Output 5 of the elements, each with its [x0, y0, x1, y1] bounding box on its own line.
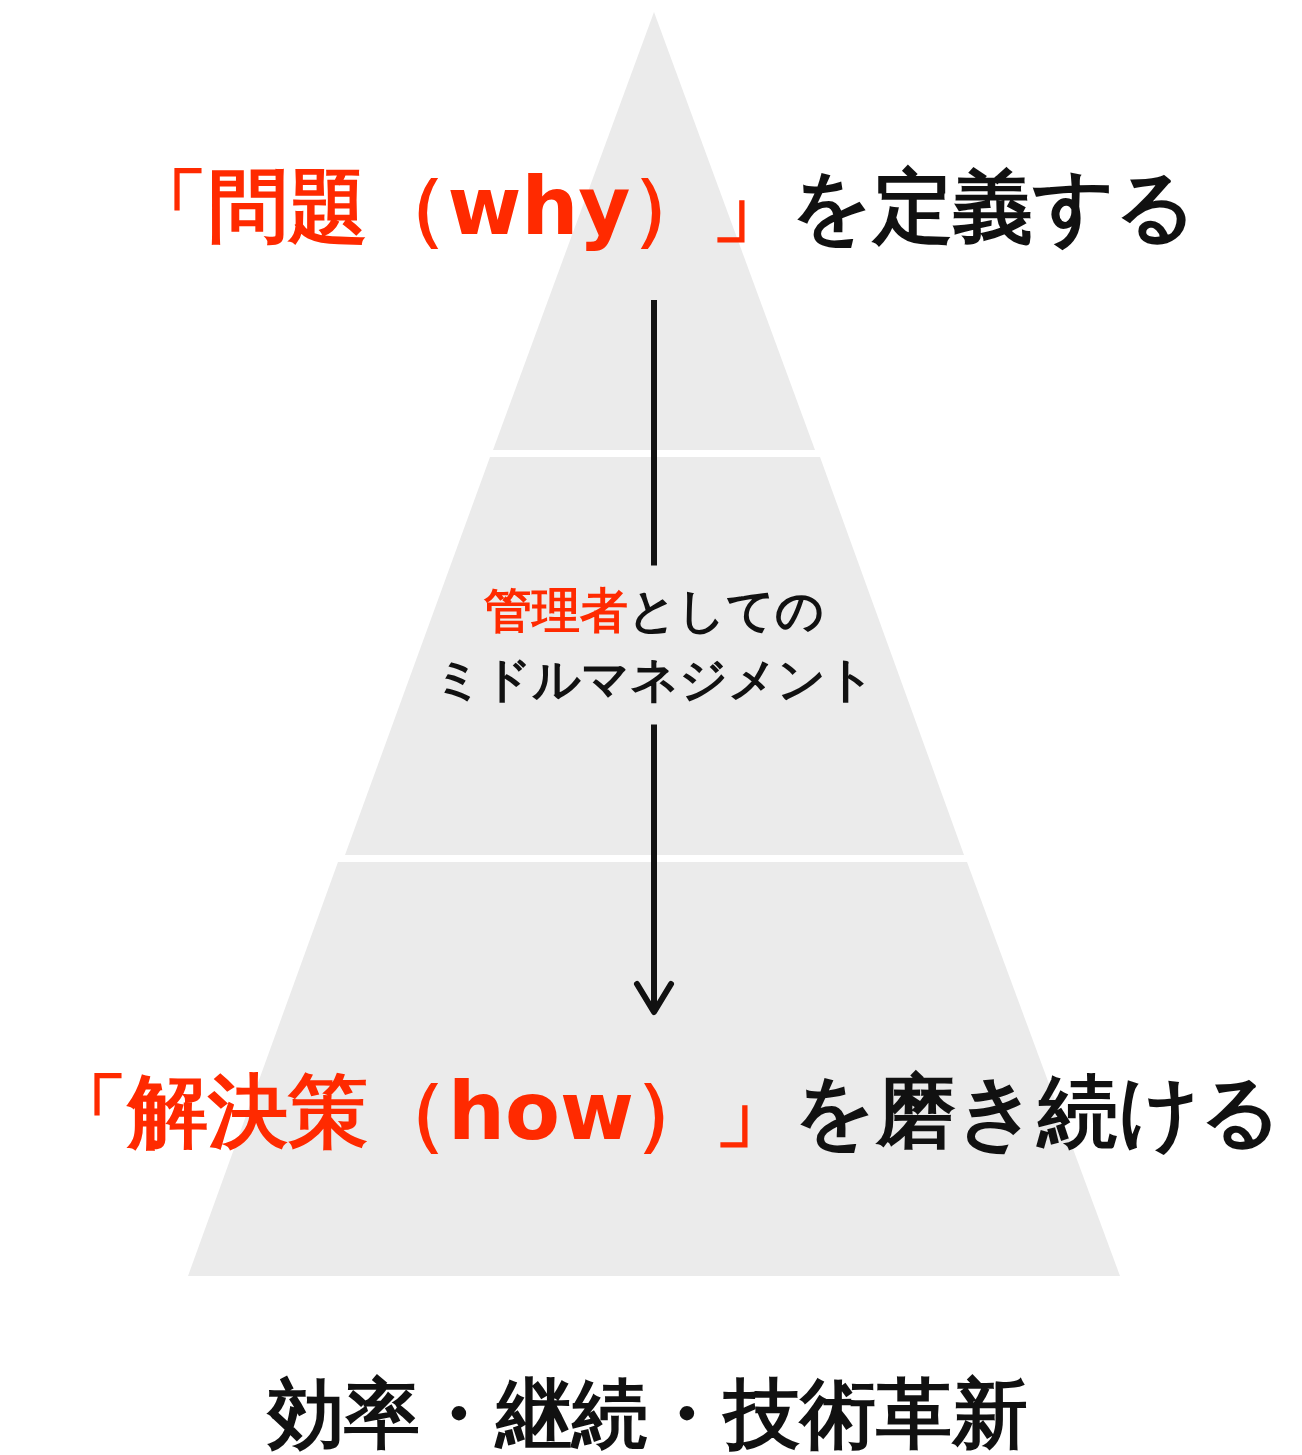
footer-text: 効率・継続・技術革新 — [268, 1368, 1028, 1455]
tier-text: 「問題（why）」を定義する — [127, 159, 1197, 255]
arrow — [634, 724, 674, 1015]
tier-text: 管理者としてのミドルマネジメント — [433, 580, 875, 710]
tier-text: 「解決策（how）」を磨き続ける — [48, 1064, 1282, 1160]
